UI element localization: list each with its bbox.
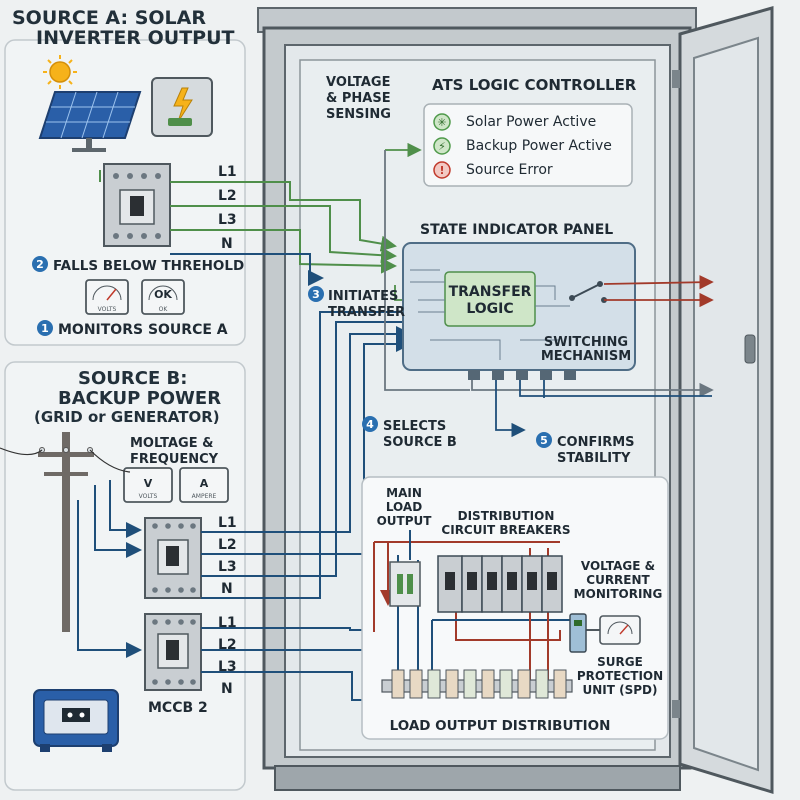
backup-active-indicator <box>433 137 451 155</box>
step-1-label: MONITORS SOURCE A <box>58 322 228 338</box>
source-a-title-line2: INVERTER OUTPUT <box>36 27 235 49</box>
monitoring-line3: MONITORING <box>574 587 663 601</box>
step-2-number: 2 <box>36 258 44 271</box>
voltage-meter-sublabel: VOLTS <box>139 493 158 500</box>
state-indicator-panel <box>402 242 636 380</box>
mccb-2-icon <box>144 613 202 691</box>
source-b-wiring <box>77 311 412 701</box>
breakers-line2: CIRCUIT BREAKERS <box>441 523 570 537</box>
source-b-upper-l3: L3 <box>218 559 237 575</box>
voltage-sensing-line3: SENSING <box>326 107 391 122</box>
voltage-meter-icon <box>123 467 173 503</box>
spd-line2: PROTECTION <box>577 669 663 683</box>
main-load-switch <box>389 561 421 607</box>
source-error-indicator <box>433 161 451 179</box>
step-1-badge <box>37 320 53 336</box>
step-1-number: 1 <box>41 322 49 335</box>
breakers-line1: DISTRIBUTION <box>458 509 555 523</box>
step-2-label: FALLS BELOW THREHOLD <box>53 258 244 274</box>
voltage-sensing-line2: & PHASE <box>326 91 391 106</box>
generator-icon <box>33 689 119 752</box>
legend-error-label: Source Error <box>466 162 553 178</box>
step-3-line1: INITIATES <box>328 289 398 304</box>
source-a-line-l3: L3 <box>218 212 237 228</box>
source-b-upper-l1: L1 <box>218 515 237 531</box>
main-load-line1: MAIN <box>386 486 422 500</box>
mccb-2-label: MCCB 2 <box>148 700 208 716</box>
source-a-line-l2: L2 <box>218 188 237 204</box>
source-a-line-l1: L1 <box>218 164 237 180</box>
cabinet-door[interactable] <box>672 6 774 795</box>
voltage-meter-label: V <box>144 477 153 490</box>
ok-meter-icon <box>141 279 185 315</box>
solar-panel-icon <box>38 91 142 152</box>
source-b-title-line1: SOURCE B: <box>78 368 187 389</box>
monitoring-line2: CURRENT <box>586 573 650 587</box>
inverter-icon <box>151 77 213 137</box>
step-5-line2: STABILITY <box>557 451 631 466</box>
monitoring-meter-icon <box>599 615 641 645</box>
step-3-number: 3 <box>312 288 320 301</box>
ampere-meter-icon <box>179 467 229 503</box>
monitoring-line1: VOLTAGE & <box>581 559 655 573</box>
ampere-meter-sublabel: AMPERE <box>192 493 217 500</box>
mccb-1-icon <box>144 517 202 599</box>
step-4-line2: SOURCE B <box>383 435 457 450</box>
step-2-badge <box>32 256 48 272</box>
transfer-logic-line2: LOGIC <box>466 301 513 317</box>
load-output-distribution-label: LOAD OUTPUT DISTRIBUTION <box>390 718 611 734</box>
utility-pole-icon <box>0 432 131 632</box>
backup-active-glyph: ⚡ <box>438 140 446 153</box>
main-load-line3: OUTPUT <box>377 514 433 528</box>
controller-legend <box>423 103 633 187</box>
switching-mechanism-line2: MECHANISM <box>541 349 631 364</box>
sun-icon <box>43 55 77 89</box>
source-b-lower-n: N <box>221 681 233 697</box>
source-b-sensing-line2: FREQUENCY <box>130 452 219 467</box>
step-5-number: 5 <box>540 434 548 447</box>
step-3-badge <box>308 286 324 302</box>
step-4-line1: SELECTS <box>383 419 446 434</box>
step-4-badge <box>362 416 378 432</box>
source-b-sensing-line1: MOLTAGE & <box>130 436 213 451</box>
terminal-bus <box>381 669 573 699</box>
solar-active-indicator <box>433 113 451 131</box>
source-b-upper-l2: L2 <box>218 537 237 553</box>
state-panel-title: STATE INDICATOR PANEL <box>420 222 613 238</box>
source-b-title-line3: (GRID or GENERATOR) <box>34 408 220 426</box>
source-a-wiring <box>99 170 397 286</box>
source-a-line-n: N <box>221 236 233 252</box>
source-b-upper-n: N <box>221 581 233 597</box>
ok-meter-label: OK <box>154 288 172 301</box>
spd-unit <box>569 613 587 653</box>
spd-line1: SURGE <box>597 655 643 669</box>
spd-line3: UNIT (SPD) <box>583 683 658 697</box>
step-4-number: 4 <box>366 418 374 431</box>
solar-active-glyph: ✳ <box>437 116 446 129</box>
switching-mechanism-line1: SWITCHING <box>544 335 628 350</box>
source-b-title-line2: BACKUP POWER <box>58 388 221 409</box>
ok-meter-sublabel: OK <box>159 306 169 313</box>
source-error-glyph: ! <box>439 164 444 177</box>
step-5-line1: CONFIRMS <box>557 435 635 450</box>
step-3-line2: TRANSFER <box>328 305 405 320</box>
main-load-line2: LOAD <box>386 500 422 514</box>
ampere-meter-label: A <box>200 477 209 490</box>
source-a-title-line1: SOURCE A: SOLAR <box>12 7 206 29</box>
mccb-a-icon <box>103 163 171 247</box>
transfer-logic-line1: TRANSFER <box>449 284 532 300</box>
distribution-breakers <box>437 555 563 613</box>
legend-solar-label: Solar Power Active <box>466 114 596 130</box>
controller-title: ATS LOGIC CONTROLLER <box>432 76 637 94</box>
volt-meter-sublabel: VOLTS <box>98 306 117 313</box>
legend-backup-label: Backup Power Active <box>466 138 612 154</box>
volt-meter-icon <box>85 279 129 315</box>
output-arrows <box>471 275 714 438</box>
voltage-sensing-line1: VOLTAGE <box>326 75 391 90</box>
controller-sense-wiring <box>384 142 470 391</box>
step-5-badge <box>536 432 552 448</box>
